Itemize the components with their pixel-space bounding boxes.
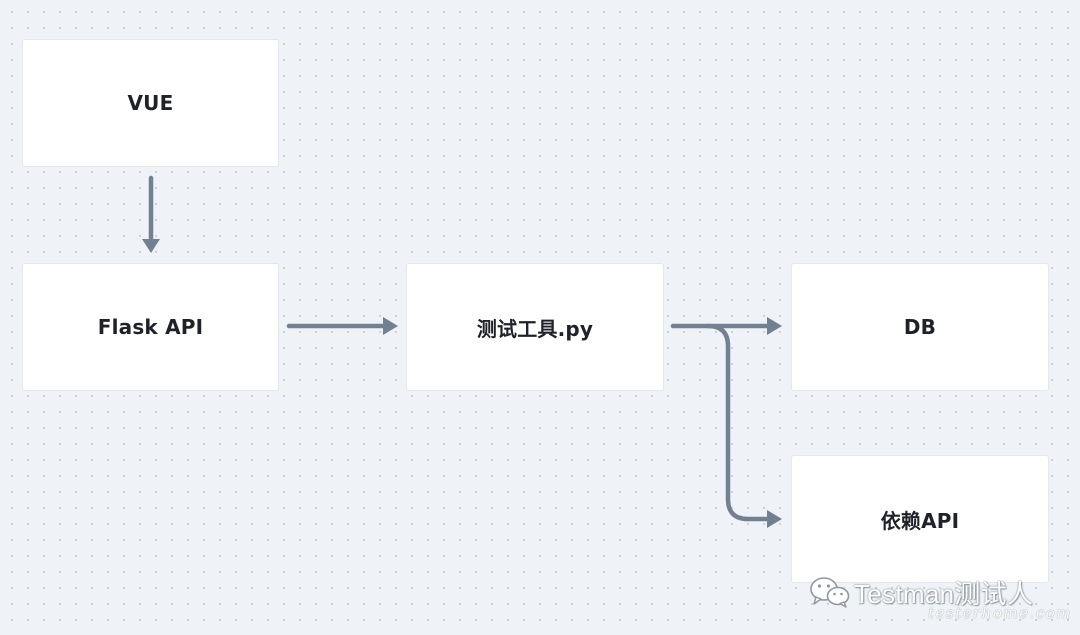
arrowhead-tool-to-db (767, 317, 782, 335)
arrowhead-vue-to-flask (142, 239, 160, 253)
node-vue-label: VUE (127, 91, 174, 115)
node-test-tool[interactable]: 测试工具.py (407, 264, 663, 390)
arrowhead-flask-to-tool (383, 317, 398, 335)
edge-tool-to-dependency (705, 323, 773, 522)
node-db-label: DB (903, 315, 937, 339)
watermark: Testman测试人 testerhome.com (808, 568, 1076, 628)
node-flask-api[interactable]: Flask API (23, 264, 278, 390)
watermark-title: Testman测试人 (854, 579, 1034, 609)
arrowhead-tool-to-dependency (767, 510, 782, 528)
node-vue[interactable]: VUE (23, 40, 278, 166)
wechat-icon (810, 577, 850, 608)
node-dependency-api-label: 依赖API (880, 508, 960, 533)
node-dependency-api[interactable]: 依赖API (792, 456, 1048, 582)
node-db[interactable]: DB (792, 264, 1048, 390)
node-flask-api-label: Flask API (97, 315, 204, 339)
node-test-tool-label: 测试工具.py (476, 316, 594, 341)
watermark-subtitle: testerhome.com (928, 604, 1072, 622)
